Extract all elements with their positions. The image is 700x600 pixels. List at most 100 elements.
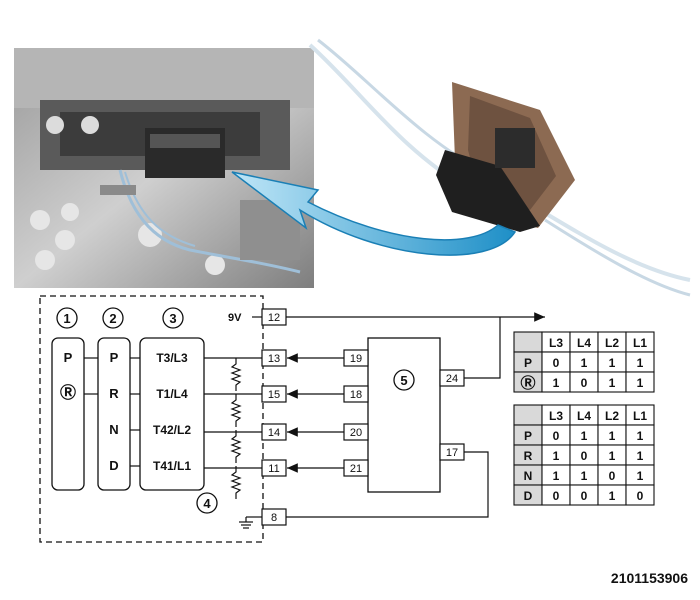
left-pin-14: 14 [261, 423, 287, 441]
module-pin-17-label: 17 [446, 447, 458, 459]
module-pin-19: 19 [343, 349, 369, 367]
table-gear-r1-c4: 1 [637, 449, 644, 463]
column-3-signal-3: T41/L1 [153, 459, 191, 473]
column-2-pos-2: N [109, 422, 118, 437]
module-pin-18-label: 18 [350, 389, 362, 401]
column-3-signal-2: T42/L2 [153, 423, 191, 437]
column-2-pos-0: P [110, 350, 119, 365]
figure-code: 2101153906 [611, 570, 688, 586]
callout-5-label: 5 [400, 373, 407, 388]
left-pin-14-label: 14 [268, 427, 280, 439]
module-5-box [367, 337, 441, 493]
connector-photo [308, 38, 691, 297]
table-park-r1-c0: Ⓡ [520, 374, 535, 392]
table-park: L3 L4 L2 L1 P 0 1 1 1 Ⓡ 1 0 1 1 [513, 331, 655, 393]
table-park-r1-c3: 1 [609, 376, 616, 390]
table-gear-r0-c0: P [524, 429, 532, 443]
column-1-box [51, 337, 85, 491]
left-pin-8-label: 8 [271, 512, 277, 524]
left-pin-8: 8 [261, 508, 287, 526]
module-pin-20: 20 [343, 423, 369, 441]
table-park-r0-c1: 0 [553, 356, 560, 370]
table-park-r0-c2: 1 [581, 356, 588, 370]
table-gear-r0-c3: 1 [609, 429, 616, 443]
table-park-r1-c1: 1 [553, 376, 560, 390]
table-gear-r2-c3: 0 [609, 469, 616, 483]
table-gear-header-3: L2 [605, 409, 619, 423]
switch-to-pin-lines [84, 357, 262, 469]
table-gear-r1-c1: 1 [553, 449, 560, 463]
table-park-header-4: L1 [633, 336, 647, 350]
column-2-pos-1: R [109, 386, 119, 401]
table-gear-r3-c3: 1 [609, 489, 616, 503]
table-gear-r1-c2: 0 [581, 449, 588, 463]
module-pin-17: 17 [439, 443, 465, 461]
switch-boundary [39, 295, 264, 543]
callout-4-label: 4 [203, 496, 211, 511]
callout-2-label: 2 [109, 311, 116, 326]
left-pin-11: 11 [261, 459, 287, 477]
table-gear-r1-c0: R [524, 449, 533, 463]
table-gear: L3 L4 L2 L1 P 0 1 1 1 R 1 0 1 1 N 1 1 0 … [513, 404, 655, 506]
table-gear-header-4: L1 [633, 409, 647, 423]
table-gear-header-1: L3 [549, 409, 563, 423]
column-1-pos-1: Ⓡ [60, 383, 76, 402]
left-pin-15: 15 [261, 385, 287, 403]
table-gear-r3-c0: D [524, 489, 533, 503]
column-3-signal-1: T1/L4 [156, 387, 188, 401]
module-pin-24-label: 24 [446, 373, 458, 385]
supply-label: 9V [228, 312, 242, 324]
table-gear-r3-c1: 0 [553, 489, 560, 503]
resistors [230, 358, 242, 499]
left-pin-12: 12 [261, 308, 287, 326]
blue-arrow [231, 171, 517, 256]
table-gear-r0-c4: 1 [637, 429, 644, 443]
table-park-header-1: L3 [549, 336, 563, 350]
module-pin-19-label: 19 [350, 353, 362, 365]
table-park-header-3: L2 [605, 336, 619, 350]
column-1-pos-0: P [64, 350, 73, 365]
callout-3: 3 [162, 307, 184, 329]
callout-3-label: 3 [169, 311, 176, 326]
table-park-header-2: L4 [577, 336, 591, 350]
callout-1-label: 1 [63, 311, 70, 326]
callout-1: 1 [56, 307, 78, 329]
table-park-r0-c3: 1 [609, 356, 616, 370]
table-gear-r3-c4: 0 [637, 489, 644, 503]
module-pin-20-label: 20 [350, 427, 362, 439]
table-gear-r2-c4: 1 [637, 469, 644, 483]
module-pin-24: 24 [439, 369, 465, 387]
callout-2: 2 [102, 307, 124, 329]
module-pin-21: 21 [343, 459, 369, 477]
column-3-signal-0: T3/L3 [156, 351, 188, 365]
table-gear-r3-c2: 0 [581, 489, 588, 503]
left-pin-15-label: 15 [268, 389, 280, 401]
left-pin-13: 13 [261, 349, 287, 367]
table-gear-r2-c0: N [524, 469, 533, 483]
left-pin-11-label: 11 [268, 463, 279, 475]
table-park-r0-c0: P [524, 356, 532, 370]
table-gear-r2-c2: 1 [581, 469, 588, 483]
table-gear-r1-c3: 1 [609, 449, 616, 463]
table-park-r1-c2: 0 [581, 376, 588, 390]
module-pin-21-label: 21 [350, 463, 362, 475]
column-2-box [97, 337, 131, 491]
column-2-pos-3: D [109, 458, 118, 473]
table-park-r1-c4: 1 [637, 376, 644, 390]
valve-body-photo [14, 48, 314, 288]
ground-symbol [239, 516, 262, 529]
module-pin-18: 18 [343, 385, 369, 403]
table-gear-header-2: L4 [577, 409, 591, 423]
table-gear-r0-c2: 1 [581, 429, 588, 443]
left-pin-13-label: 13 [268, 353, 280, 365]
table-gear-r0-c1: 0 [553, 429, 560, 443]
callout-5: 5 [393, 369, 415, 391]
table-park-r0-c4: 1 [637, 356, 644, 370]
callout-4: 4 [196, 492, 218, 514]
table-gear-r2-c1: 1 [553, 469, 560, 483]
pin-wires [286, 312, 545, 518]
column-3-box [139, 337, 205, 491]
left-pin-12-label: 12 [268, 312, 280, 324]
